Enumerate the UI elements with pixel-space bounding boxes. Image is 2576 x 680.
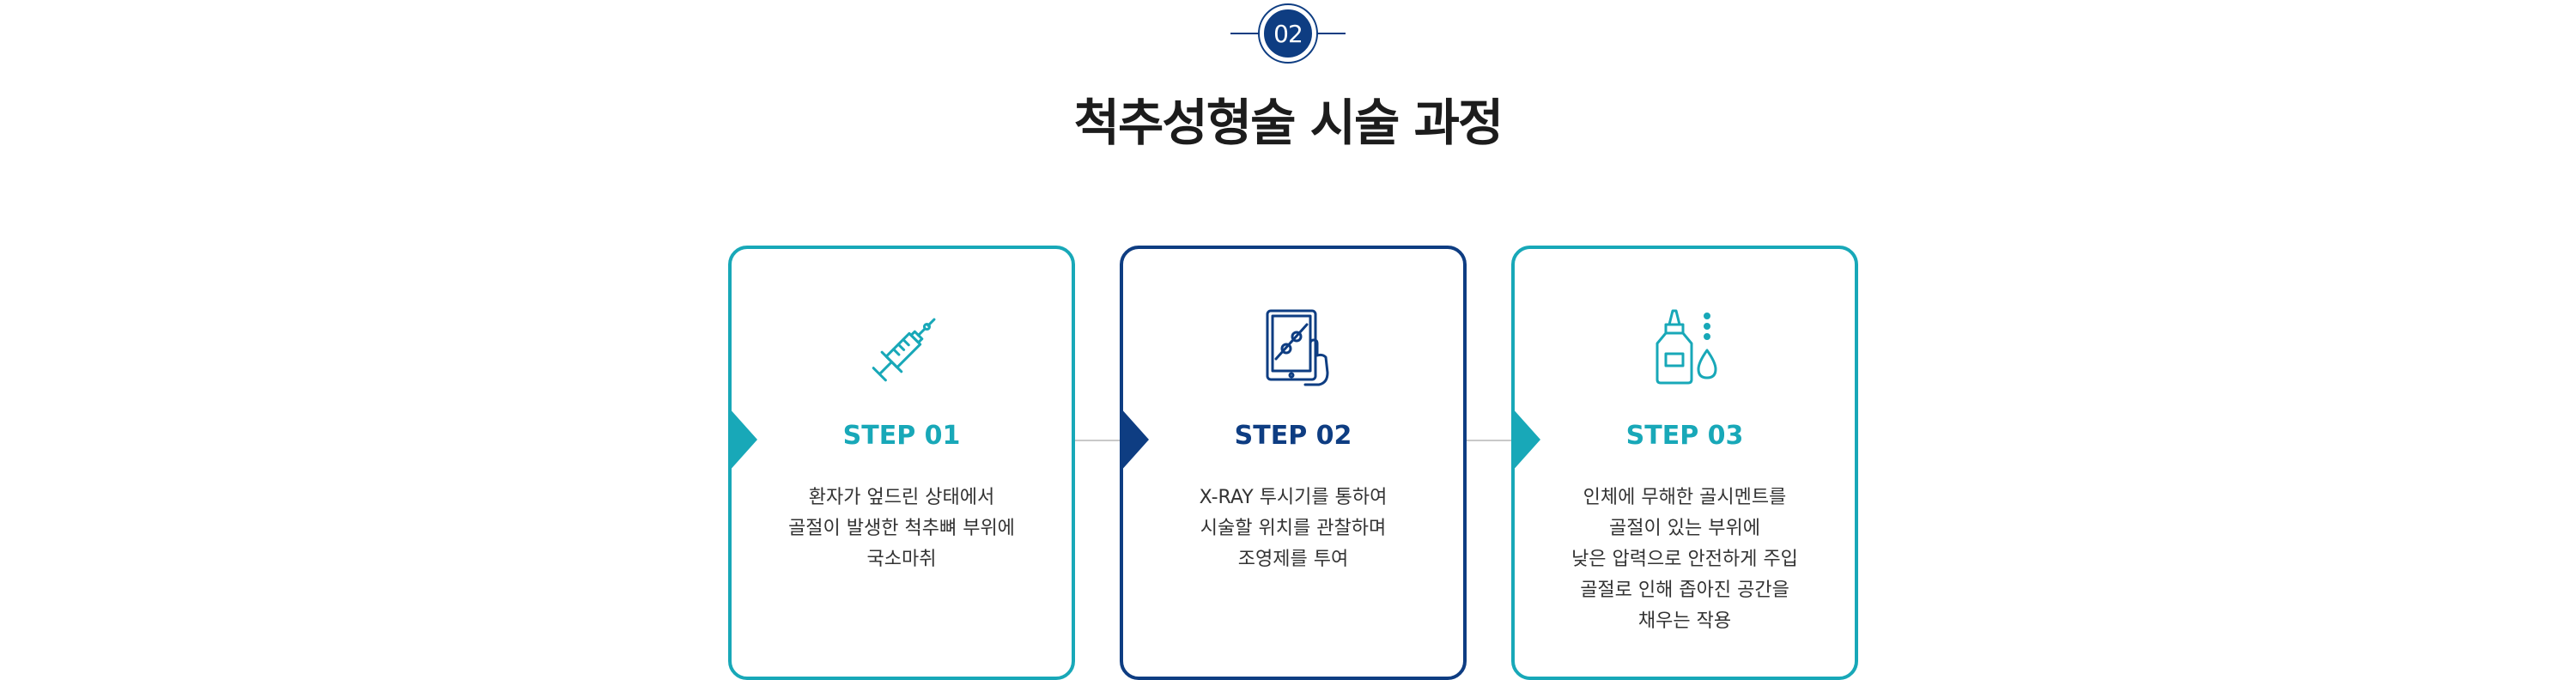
connector-line-2 (1463, 440, 1511, 441)
section-title: 척추성형술 시술 과정 (1073, 94, 1504, 152)
step-card-3: STEP 03 인체에 무해한 골시멘트를 골절이 있는 부위에 낮은 압력으로… (1511, 246, 1858, 680)
step-description: 인체에 무해한 골시멘트를 골절이 있는 부위에 낮은 압력으로 안전하게 주입… (1571, 487, 1798, 632)
syringe-icon (872, 318, 936, 382)
step-label: STEP 01 (842, 421, 961, 451)
connector-line-1 (1072, 440, 1120, 441)
step-description: 환자가 엎드린 상태에서 골절이 발생한 척추뼈 부위에 국소마취 (788, 487, 1015, 570)
arrow-right-icon (1120, 407, 1149, 472)
step-label: STEP 02 (1234, 421, 1352, 451)
arrow-right-icon (728, 407, 757, 472)
badge-line-right (1316, 33, 1346, 34)
badge-line-left (1230, 33, 1260, 34)
arrow-right-icon (1511, 407, 1540, 472)
cement-bottle-icon (1656, 309, 1717, 385)
section-number-badge: 02 (1260, 5, 1316, 62)
step-label: STEP 03 (1625, 421, 1744, 451)
section-badge-wrap: 02 (1230, 5, 1346, 62)
step-card-1: STEP 01 환자가 엎드린 상태에서 골절이 발생한 척추뼈 부위에 국소마… (728, 246, 1075, 680)
step-card-2: STEP 02 X-RAY 투시기를 통하여 시술할 위치를 관찰하며 조영제를… (1120, 246, 1467, 680)
xray-tablet-icon (1266, 309, 1329, 386)
step-description: X-RAY 투시기를 통하여 시술할 위치를 관찰하며 조영제를 투여 (1199, 487, 1388, 570)
